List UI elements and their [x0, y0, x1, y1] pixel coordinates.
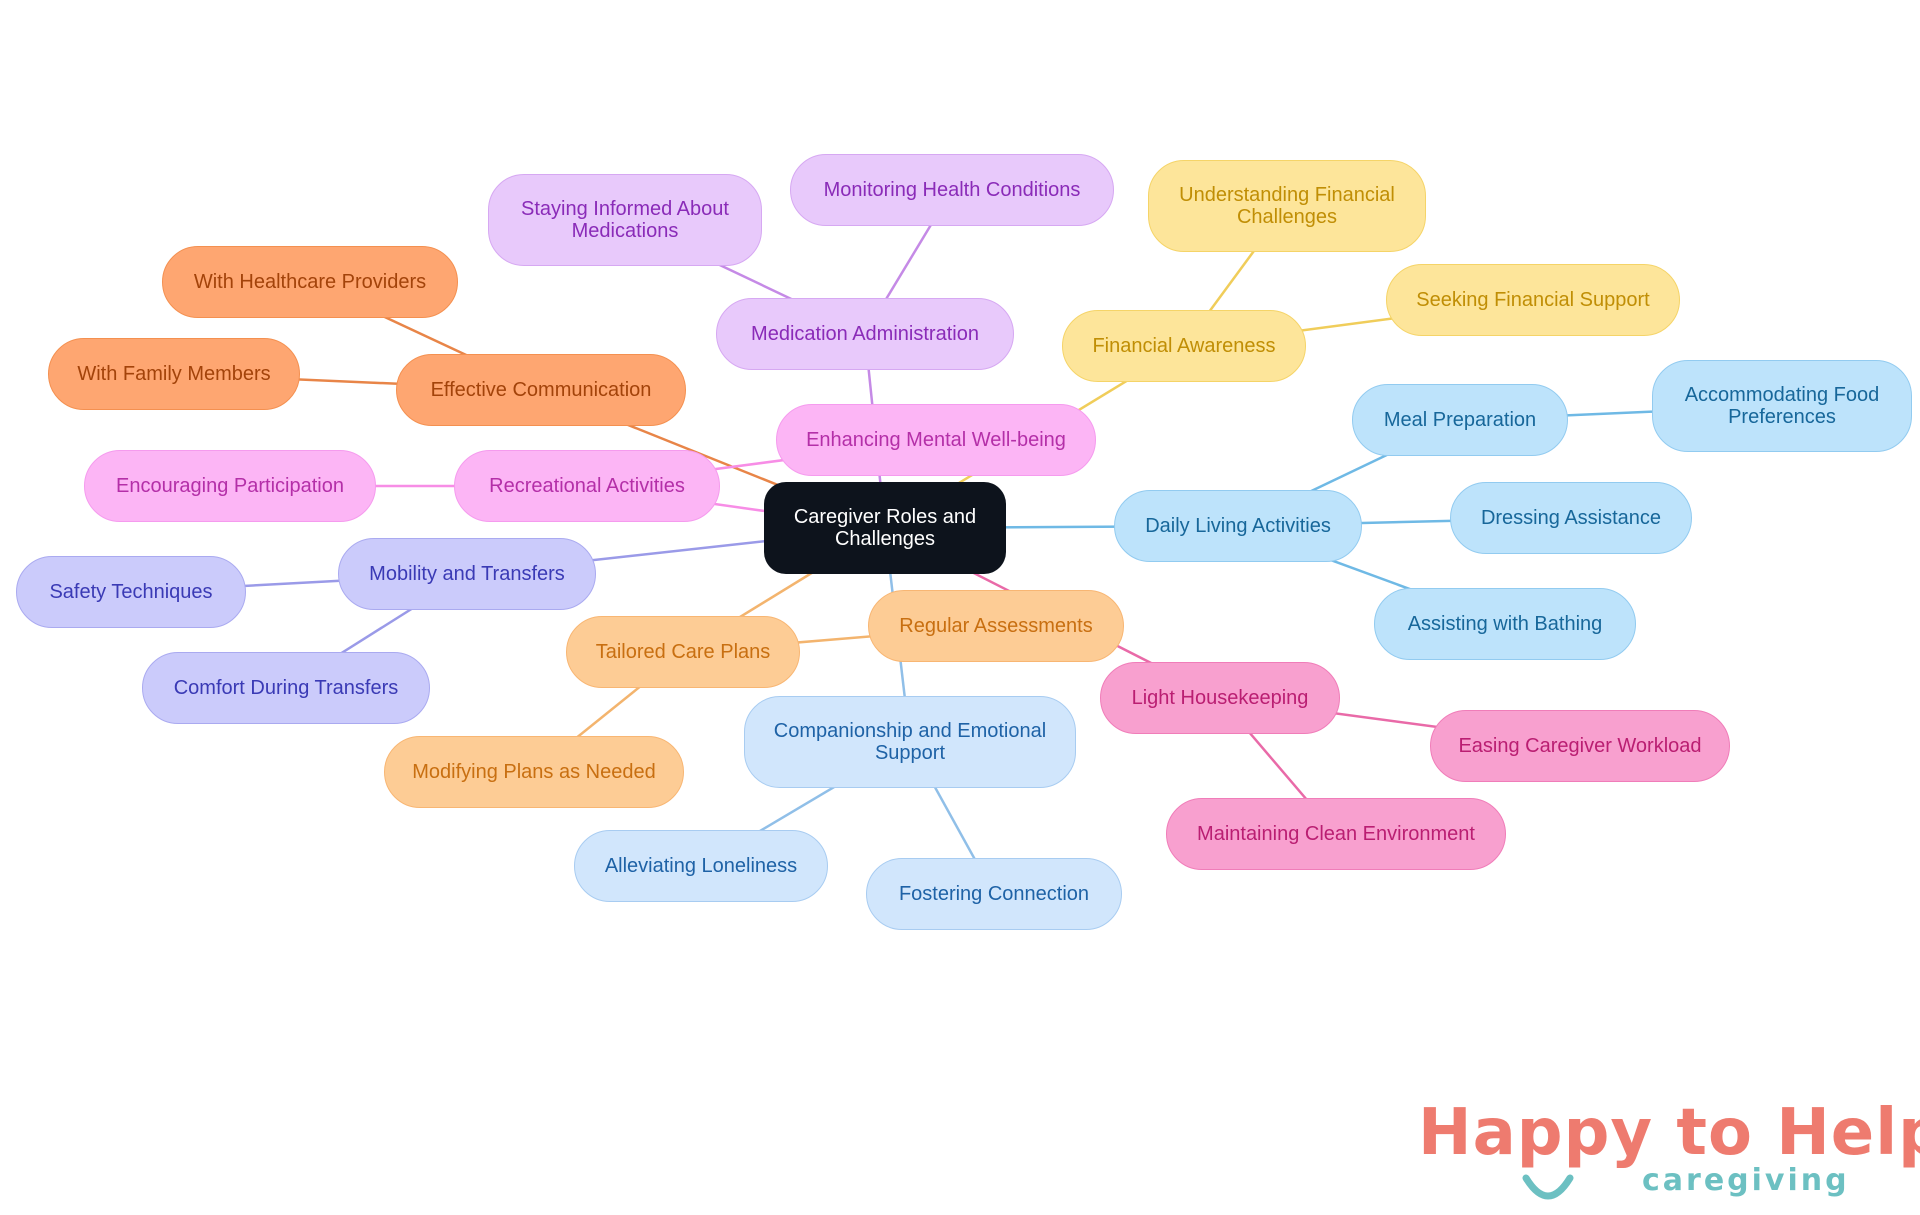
node-dressing-assistance[interactable]: Dressing Assistance [1450, 482, 1692, 554]
node-understanding-financial-challenges[interactable]: Understanding Financial Challenges [1148, 160, 1426, 252]
node-mobility-and-transfers[interactable]: Mobility and Transfers [338, 538, 596, 610]
logo-tagline: caregiving [1642, 1163, 1850, 1198]
root-node[interactable]: Caregiver Roles and Challenges [764, 482, 1006, 574]
node-safety-techniques[interactable]: Safety Techniques [16, 556, 246, 628]
node-effective-communication[interactable]: Effective Communication [396, 354, 686, 426]
node-comfort-during-transfers[interactable]: Comfort During Transfers [142, 652, 430, 724]
node-recreational-activities[interactable]: Recreational Activities [454, 450, 720, 522]
node-monitoring-health-conditions[interactable]: Monitoring Health Conditions [790, 154, 1114, 226]
brand-logo: Happy to Help caregiving [1418, 1098, 1920, 1206]
node-seeking-financial-support[interactable]: Seeking Financial Support [1386, 264, 1680, 336]
node-medication-administration[interactable]: Medication Administration [716, 298, 1014, 370]
node-with-family-members[interactable]: With Family Members [48, 338, 300, 410]
node-fostering-connection[interactable]: Fostering Connection [866, 858, 1122, 930]
node-daily-living-activities[interactable]: Daily Living Activities [1114, 490, 1362, 562]
node-staying-informed-about-medications[interactable]: Staying Informed About Medications [488, 174, 762, 266]
node-tailored-care-plans[interactable]: Tailored Care Plans [566, 616, 800, 688]
node-modifying-plans-as-needed[interactable]: Modifying Plans as Needed [384, 736, 684, 808]
logo-wordmark: Happy to Help [1418, 1096, 1920, 1170]
node-alleviating-loneliness[interactable]: Alleviating Loneliness [574, 830, 828, 902]
node-companionship-and-emotional-support[interactable]: Companionship and Emotional Support [744, 696, 1076, 788]
node-assisting-with-bathing[interactable]: Assisting with Bathing [1374, 588, 1636, 660]
node-light-housekeeping[interactable]: Light Housekeeping [1100, 662, 1340, 734]
node-accommodating-food-preferences[interactable]: Accommodating Food Preferences [1652, 360, 1912, 452]
node-easing-caregiver-workload[interactable]: Easing Caregiver Workload [1430, 710, 1730, 782]
node-financial-awareness[interactable]: Financial Awareness [1062, 310, 1306, 382]
node-encouraging-participation[interactable]: Encouraging Participation [84, 450, 376, 522]
node-maintaining-clean-environment[interactable]: Maintaining Clean Environment [1166, 798, 1506, 870]
node-with-healthcare-providers[interactable]: With Healthcare Providers [162, 246, 458, 318]
node-enhancing-mental-well-being[interactable]: Enhancing Mental Well-being [776, 404, 1096, 476]
smile-icon [1522, 1174, 1574, 1200]
node-regular-assessments[interactable]: Regular Assessments [868, 590, 1124, 662]
node-meal-preparation[interactable]: Meal Preparation [1352, 384, 1568, 456]
